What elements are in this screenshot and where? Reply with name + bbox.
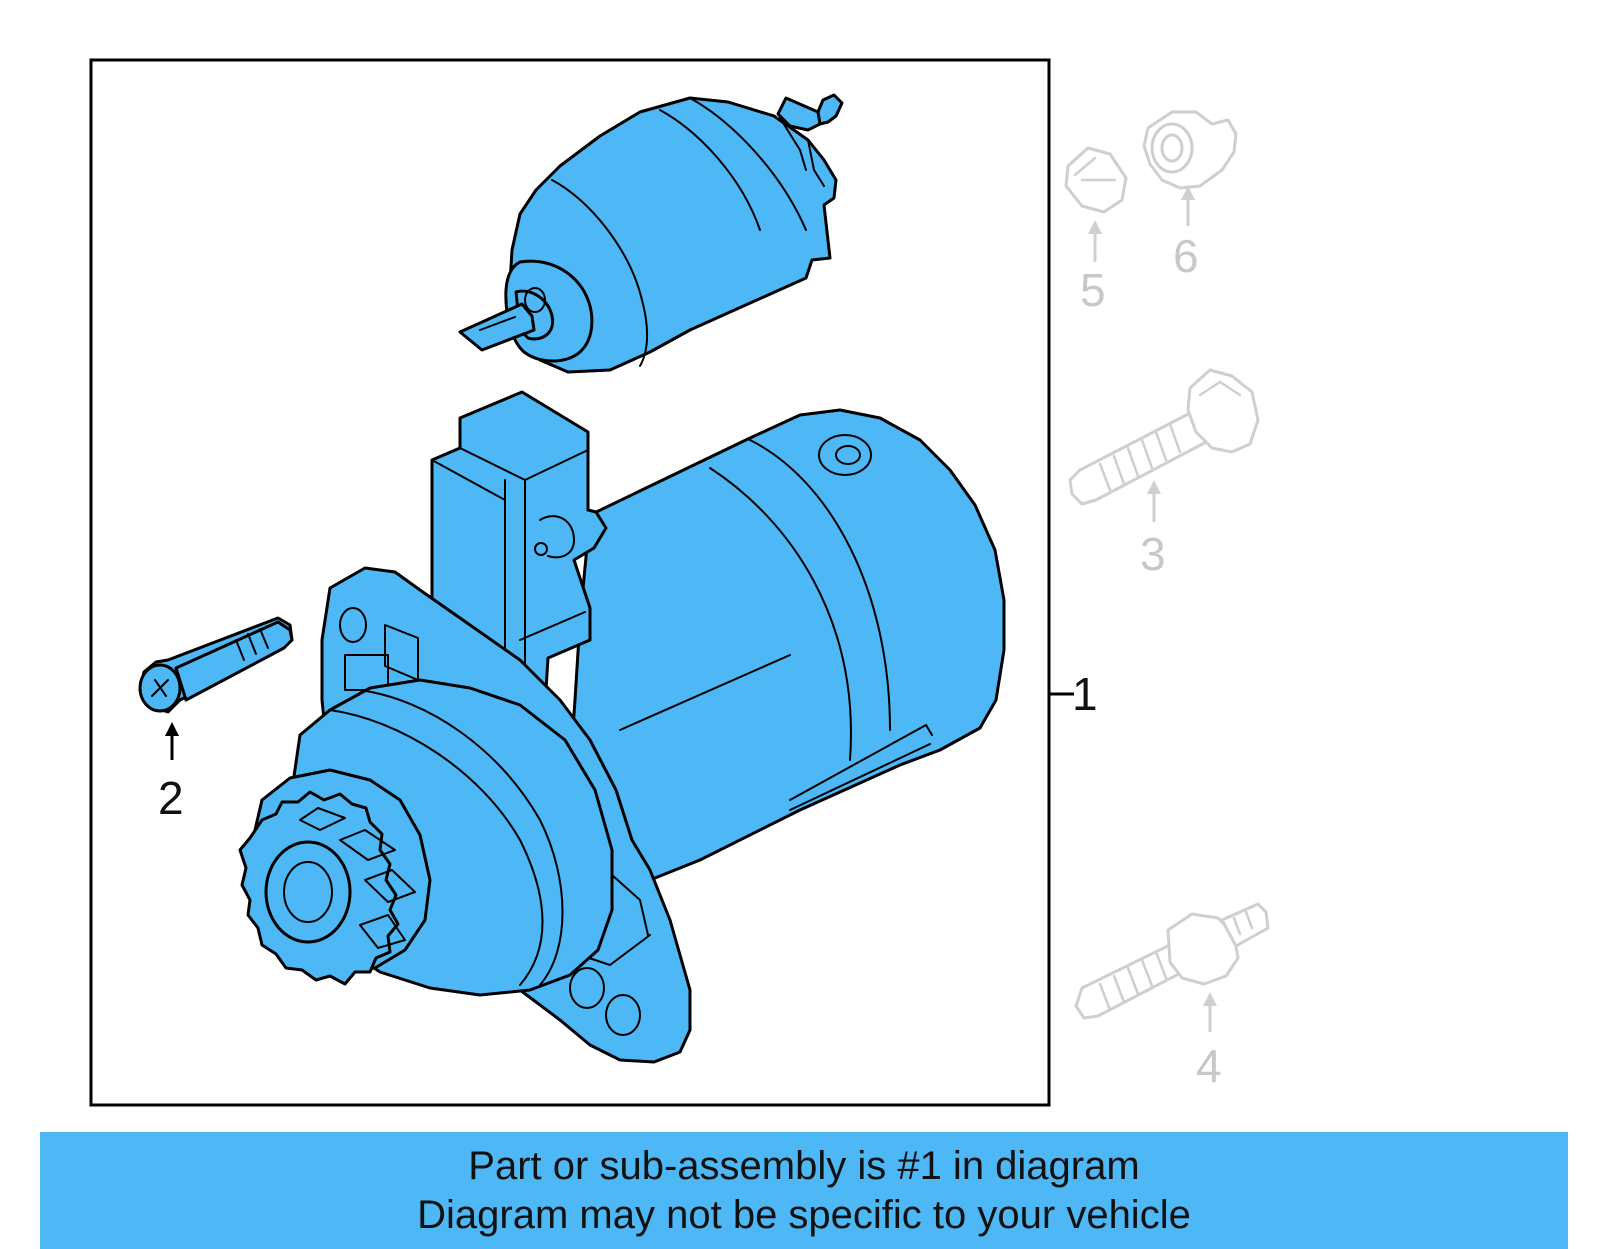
callout-1-label: 1 [1072, 668, 1098, 720]
callout-1: 1 [1049, 668, 1098, 720]
callout-4-label: 4 [1196, 1040, 1222, 1092]
callout-6: 6 [1173, 186, 1199, 282]
callout-5-label: 5 [1080, 264, 1106, 316]
callout-5: 5 [1080, 220, 1106, 316]
nut-part-5 [1064, 146, 1128, 214]
callout-6-label: 6 [1173, 230, 1199, 282]
callout-2: 2 [158, 722, 184, 824]
mounting-screw [138, 616, 294, 714]
banner-line-2: Diagram may not be specific to your vehi… [417, 1193, 1191, 1237]
assembly-frame [89, 58, 1051, 1107]
stud-part-4 [1074, 902, 1270, 1020]
solenoid [458, 93, 844, 374]
callout-3-label: 3 [1140, 528, 1166, 580]
bolt-part-3 [1068, 368, 1260, 506]
fastener-part-6 [1142, 110, 1238, 190]
callout-2-label: 2 [158, 772, 184, 824]
starter-motor [238, 390, 1006, 1064]
callout-3: 3 [1140, 480, 1166, 580]
callout-4: 4 [1196, 992, 1222, 1092]
banner-line-1: Part or sub-assembly is #1 in diagram [468, 1144, 1140, 1188]
disclaimer-banner: Part or sub-assembly is #1 in diagram Di… [40, 1132, 1568, 1249]
